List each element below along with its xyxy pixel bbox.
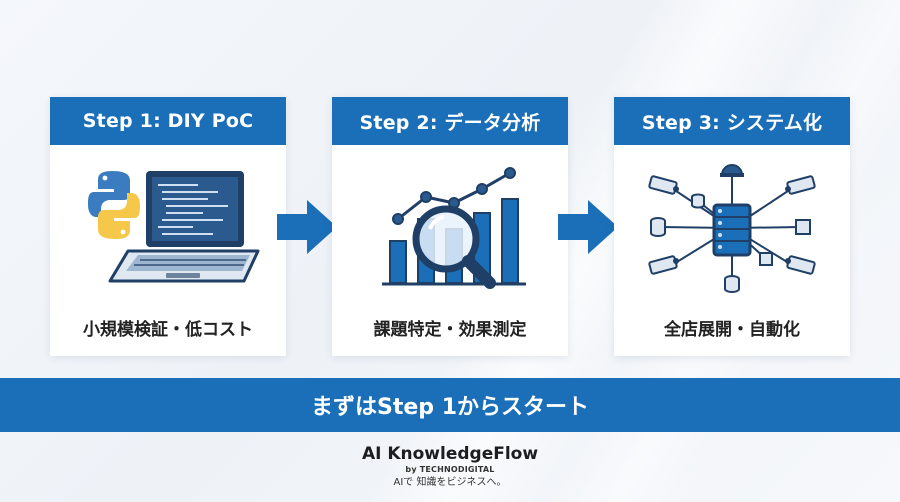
brand-footer: AI KnowledgeFlow by TECHNODIGITAL AIで 知識… <box>0 444 900 490</box>
step-caption-1: 小規模検証・低コスト <box>83 320 253 340</box>
chart-magnifier-icon <box>332 159 568 297</box>
server-network-icon <box>614 159 850 297</box>
python-laptop-icon <box>50 159 286 297</box>
arrow-right-icon <box>558 200 618 254</box>
step-caption-2: 課題特定・効果測定 <box>373 320 527 340</box>
step-caption-3: 全店展開・自動化 <box>664 320 800 340</box>
step-card-3: Step 3: システム化 <box>614 97 850 356</box>
step-title-1: Step 1: DIY PoC <box>50 97 286 145</box>
arrow-right-icon <box>277 200 337 254</box>
step-card-2: Step 2: データ分析 <box>332 97 568 356</box>
brand-name: AI KnowledgeFlow <box>361 444 539 464</box>
step-title-3: Step 3: システム化 <box>614 97 850 145</box>
brand-by: by TECHNODIGITAL <box>405 465 495 474</box>
cta-banner: まずはStep 1からスタート <box>0 378 900 432</box>
step-card-1: Step 1: DIY PoC <box>50 97 286 356</box>
step-title-2: Step 2: データ分析 <box>332 97 568 145</box>
brand-tagline: AIで 知識をビジネスへ。 <box>393 477 507 488</box>
